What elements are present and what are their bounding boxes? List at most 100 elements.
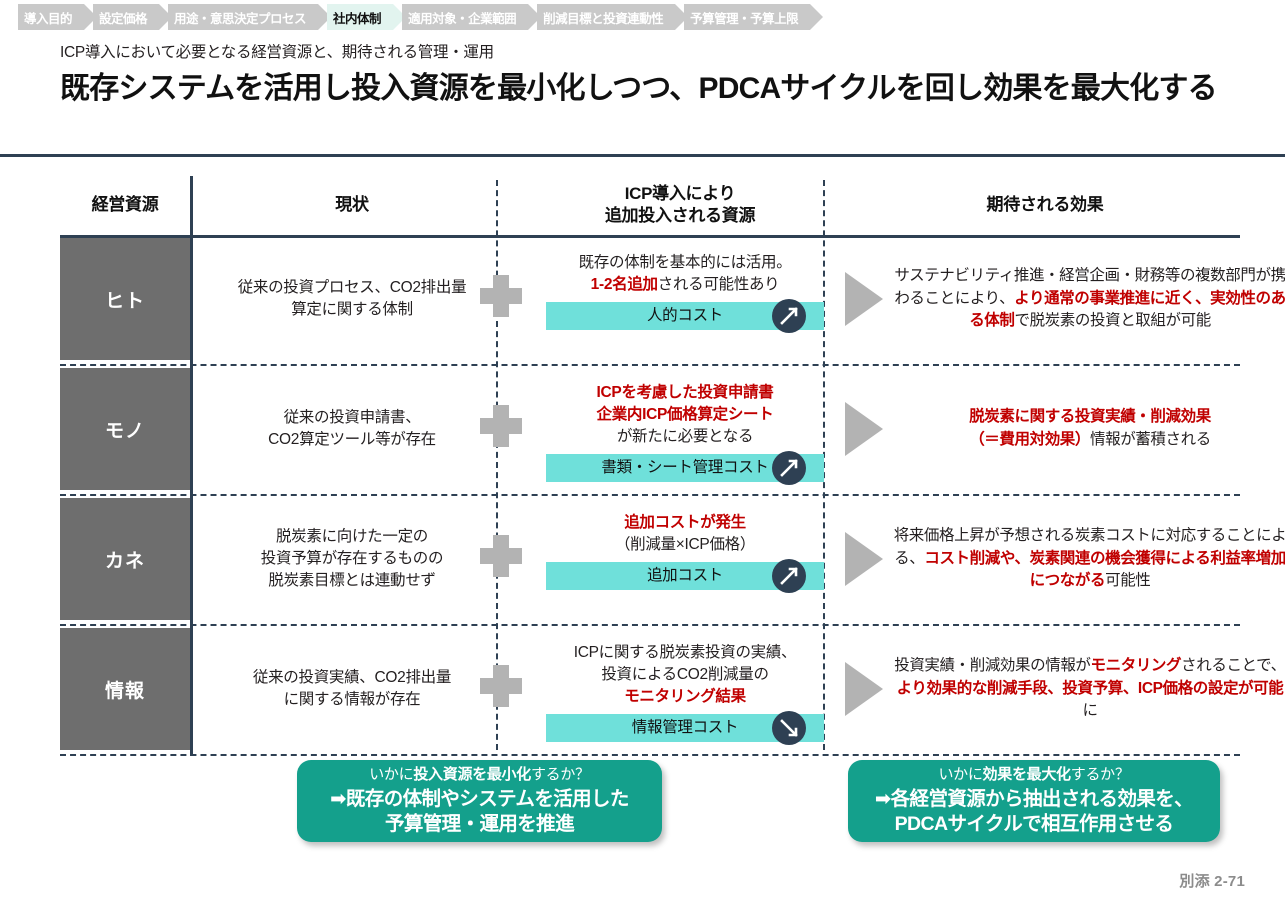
plus-icon <box>480 275 522 317</box>
added-resource-2: ICPを考慮した投資申請書企業内ICP価格算定シートが新たに必要となる書類・シー… <box>540 382 830 485</box>
added-text-plain-4-line2: 投資によるCO2削減量の <box>601 666 769 683</box>
cost-badge-label-1: 人的コスト <box>646 307 723 324</box>
current-state-1-line2: 算定に関する体制 <box>291 301 413 318</box>
effect-2-r1-2: （＝費用対効果） <box>969 431 1090 448</box>
column-header-added-resource: ICP導入により 追加投入される資源 <box>530 176 830 234</box>
current-state-3-line2: 投資予算が存在するものの <box>260 550 444 567</box>
added-resource-1: 既存の体制を基本的には活用。 1-2名追加される可能性あり人的コスト <box>540 252 830 333</box>
effect-1-p1: サステナビリティ推進・経営企画・財務等の複数部門が携わることにより、 <box>894 267 1285 307</box>
current-state-2-line2: CO2算定ツール等が存在 <box>268 431 436 448</box>
current-state-1-line1: 従来の投資プロセス、CO2排出量 <box>237 279 467 296</box>
callout-right-answer: ➡各経営資源から抽出される効果を、 PDCAサイクルで相互作用させる <box>875 787 1194 837</box>
column-header-effect: 期待される効果 <box>986 195 1104 215</box>
cost-badge-3: 追加コスト <box>546 559 824 593</box>
callout-left-question-bold: 投入資源を最小化 <box>413 765 531 783</box>
added-text-plain-1: 既存の体制を基本的には活用。 <box>578 254 792 271</box>
added-text-plain-4-line1: ICPに関する脱炭素投資の実績、 <box>573 644 797 661</box>
effect-3-p1: 将来価格上昇が予想される炭素コストに対応することによる、 <box>893 527 1285 567</box>
effect-4-r2: より効果的な削減手段、投資予算、ICP価格の設定が可能 <box>896 679 1284 697</box>
current-state-3-line3: 脱炭素目標とは連動せず <box>268 572 436 589</box>
callout-right-question-post: するか？ <box>1070 765 1130 783</box>
callout-right-question-bold: 効果を最大化 <box>982 765 1072 783</box>
callout-maximize-effect: いかに効果を最大化するか？ ➡各経営資源から抽出される効果を、 PDCAサイクル… <box>848 760 1220 842</box>
column-header-resource: 経営資源 <box>91 195 159 215</box>
added-text-mixed-1: 1-2名追加される可能性あり <box>540 274 830 296</box>
current-state-3-line1: 脱炭素に向けた一定の <box>275 528 428 545</box>
page-title: 既存システムを活用し投入資源を最小化しつつ、PDCAサイクルを回し効果を最大化す… <box>60 72 1218 105</box>
breadcrumb-item-7[interactable]: 予算管理・予算上限 <box>684 4 824 30</box>
breadcrumb-item-2[interactable]: 設定価格 <box>93 4 173 30</box>
breadcrumb: 導入目的 設定価格用途・意思決定プロセス社内体制適用対象・企業範囲 削減目標と投資連… <box>18 4 824 30</box>
effect-1-p2: で脱炭素の投資と取組が可能 <box>1014 312 1212 330</box>
breadcrumb-item-3[interactable]: 用途・意思決定プロセス <box>168 4 332 30</box>
added-text-after-2: が新たに必要となる <box>616 428 754 445</box>
cost-badge-label-2: 書類・シート管理コスト <box>601 459 769 476</box>
added-text-after-1: される可能性あり <box>657 276 780 293</box>
expected-effect-3: 将来価格上昇が予想される炭素コストに対応することによる、コスト削減や、炭素関連の… <box>890 498 1285 620</box>
breadcrumb-item-4[interactable]: 社内体制 <box>327 4 407 30</box>
plus-icon <box>480 665 522 707</box>
column-divider-solid <box>190 176 193 756</box>
breadcrumb-item-label: 適用対象・企業範囲 <box>408 11 517 26</box>
callout-left-answer-line1: ➡既存の体制やシステムを活用した <box>330 787 629 810</box>
current-state-3: 脱炭素に向けた一定の投資予算が存在するものの脱炭素目標とは連動せず <box>202 498 502 620</box>
column-header-current: 現状 <box>335 195 369 215</box>
effect-4-r1: モニタリング <box>1090 657 1182 675</box>
callout-left-question-post: するか？ <box>530 765 590 783</box>
effect-2-r1-1: 脱炭素に関する投資実績・削減効果 <box>969 408 1211 426</box>
effect-3-r1: コスト削減や、炭素関連の機会獲得による利益率増加につながる <box>924 549 1285 590</box>
page-subtitle: ICP導入において必要となる経営資源と、期待される管理・運用 <box>60 44 494 61</box>
arrow-up-right-icon <box>772 451 806 485</box>
callout-left-answer-line2: 予算管理・運用を推進 <box>384 812 575 835</box>
callout-minimize-resources: いかに投入資源を最小化するか？ ➡既存の体制やシステムを活用した 予算管理・運用… <box>297 760 662 842</box>
added-text-red2-2: 企業内ICP価格算定シート <box>596 406 774 423</box>
current-state-4-line1: 従来の投資実績、CO2排出量 <box>252 669 452 686</box>
breadcrumb-item-5[interactable]: 適用対象・企業範囲 <box>402 4 542 30</box>
resource-label-3: カネ <box>60 498 190 620</box>
cost-badge-label-4: 情報管理コスト <box>631 719 739 736</box>
table-row: カネ脱炭素に向けた一定の投資予算が存在するものの脱炭素目標とは連動せず追加コスト… <box>60 498 1285 626</box>
table-row: ヒト従来の投資プロセス、CO2排出量算定に関する体制既存の体制を基本的には活用。… <box>60 238 1285 366</box>
plus-icon <box>480 405 522 447</box>
chevron-right-icon <box>845 268 883 330</box>
added-resource-4: ICPに関する脱炭素投資の実績、投資によるCO2削減量のモニタリング結果情報管理… <box>540 642 830 745</box>
expected-effect-1: サステナビリティ推進・経営企画・財務等の複数部門が携わることにより、より通常の事… <box>890 238 1285 360</box>
chevron-right-icon <box>845 658 883 720</box>
breadcrumb-item-1[interactable]: 導入目的 <box>18 4 98 30</box>
column-header-added-line1: ICP導入により <box>624 184 736 204</box>
expected-effect-4: 投資実績・削減効果の情報がモニタリングされることで、より効果的な削減手段、投資予… <box>890 628 1285 750</box>
callout-left-question-pre: いかに <box>369 765 414 783</box>
breadcrumb-item-6[interactable]: 削減目標と投資連動性 <box>537 4 689 30</box>
added-text-red1-3: 追加コストが発生 <box>624 514 746 531</box>
added-resource-3: 追加コストが発生（削減量×ICP価格）追加コスト <box>540 512 830 593</box>
chevron-right-icon <box>845 528 883 590</box>
row-divider-1 <box>60 364 1240 366</box>
breadcrumb-item-label: 予算管理・予算上限 <box>690 11 799 26</box>
row-divider-3 <box>60 624 1240 626</box>
plus-icon <box>480 535 522 577</box>
header-row-divider <box>60 235 1240 238</box>
effect-3-p2: 可能性 <box>1105 572 1151 590</box>
effect-4-p3: に <box>1082 702 1098 720</box>
breadcrumb-item-label: 導入目的 <box>24 11 73 26</box>
effect-4-p2: されることで、 <box>1181 657 1285 675</box>
column-header-added-line2: 追加投入される資源 <box>604 206 756 225</box>
current-state-2-line1: 従来の投資申請書、 <box>283 409 421 426</box>
effect-2-p2: 情報が蓄積される <box>1090 431 1211 448</box>
current-state-4: 従来の投資実績、CO2排出量に関する情報が存在 <box>202 628 502 750</box>
chevron-right-icon <box>845 398 883 460</box>
effect-4-p1: 投資実績・削減効果の情報が <box>894 657 1091 675</box>
resource-label-1: ヒト <box>60 238 190 360</box>
column-divider-dashed-1 <box>496 180 498 750</box>
cost-badge-4: 情報管理コスト <box>546 711 824 745</box>
arrow-up-right-icon <box>772 299 806 333</box>
current-state-1: 従来の投資プロセス、CO2排出量算定に関する体制 <box>202 238 502 360</box>
added-text-red1-4: モニタリング結果 <box>624 688 746 705</box>
added-text-red-1: 1-2名追加 <box>590 276 658 293</box>
row-divider-2 <box>60 494 1240 496</box>
cost-badge-label-3: 追加コスト <box>646 567 723 584</box>
page-number: 別添 2-71 <box>1179 873 1245 890</box>
added-text-red1-2: ICPを考慮した投資申請書 <box>596 384 774 401</box>
resource-table: 経営資源 現状 ICP導入により 追加投入される資源 期待される効果 ヒト従来の… <box>60 176 1285 756</box>
